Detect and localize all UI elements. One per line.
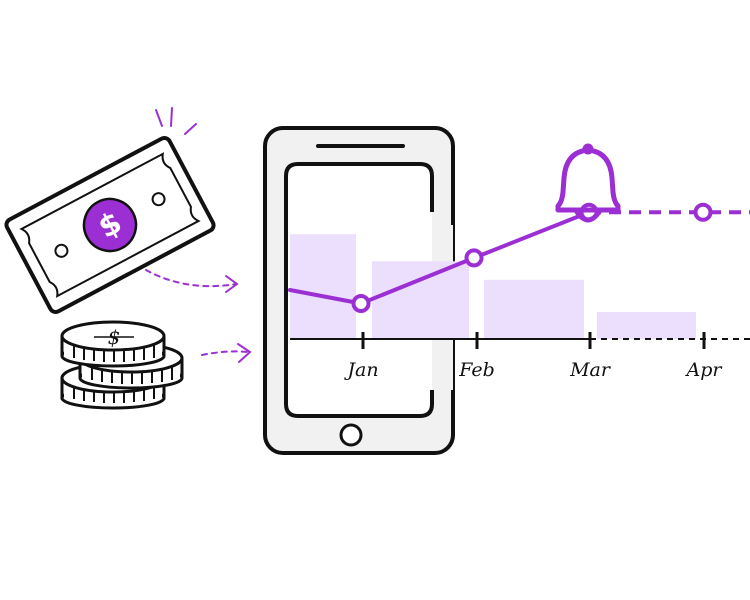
point-feb xyxy=(464,248,484,268)
coin-stack-icon: $ xyxy=(60,320,184,410)
chart: Jan Feb Mar Apr xyxy=(288,202,750,381)
point-apr xyxy=(693,202,713,222)
point-jan xyxy=(351,294,371,314)
label-apr: Apr xyxy=(685,359,724,381)
label-jan: Jan xyxy=(343,359,378,381)
coin-dollar-sign: $ xyxy=(108,325,121,349)
dashed-arrow-icon xyxy=(145,269,252,363)
sparkle-lines xyxy=(155,107,197,135)
dollar-bill-icon: $ xyxy=(4,136,216,314)
bar-feb xyxy=(372,261,469,339)
bar-mar xyxy=(484,279,584,339)
label-mar: Mar xyxy=(569,359,612,381)
bar-apr xyxy=(597,311,696,339)
label-feb: Feb xyxy=(458,359,495,381)
bell-icon xyxy=(555,143,621,223)
series-line xyxy=(288,210,591,306)
smartphone-icon xyxy=(263,126,455,455)
bar-jan xyxy=(290,234,356,339)
